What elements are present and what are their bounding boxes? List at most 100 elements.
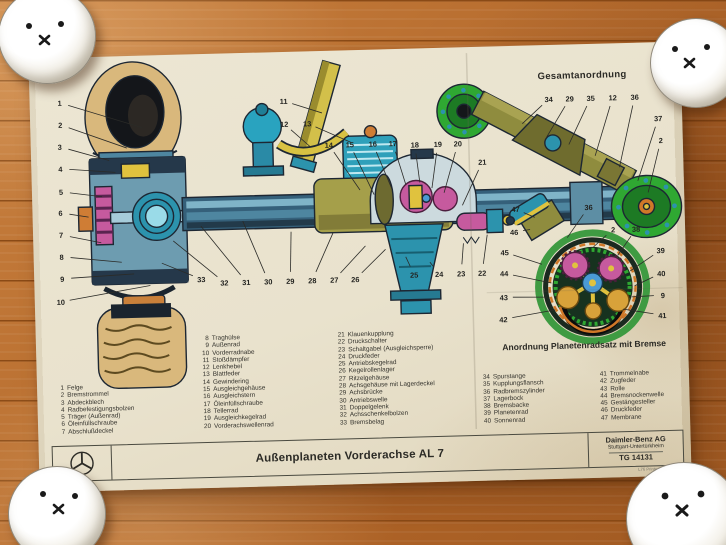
paperweight-bowl: [0, 0, 96, 84]
callout-line: [69, 285, 151, 301]
fold-crease-vertical: [465, 53, 478, 430]
callout-number: 5: [59, 188, 63, 197]
callout-line: [68, 105, 143, 129]
publisher-block: Daimler-Benz AG Stuttgart-Untertürkheim …: [588, 431, 683, 467]
callout-line: [315, 126, 351, 143]
callout-line: [617, 235, 632, 256]
callout-number: 12: [608, 93, 616, 102]
callout-line: [512, 309, 556, 319]
callout-line: [546, 105, 566, 138]
callout-number: 1: [57, 99, 61, 108]
callout-line: [71, 273, 135, 279]
callout-line: [594, 105, 611, 156]
callout-line: [290, 129, 312, 148]
callout-number: 11: [280, 97, 288, 106]
miffy-face-icon: [672, 44, 710, 69]
callout-number: 39: [656, 246, 664, 255]
callout-number: 10: [57, 298, 65, 307]
callout-line: [623, 308, 654, 315]
callout-number: 35: [586, 94, 594, 103]
callout-number: 15: [346, 140, 354, 149]
callout-number: 38: [632, 225, 640, 234]
callout-line: [482, 234, 488, 264]
callout-number: 46: [510, 228, 518, 237]
callout-line: [629, 254, 654, 272]
callout-line: [70, 257, 122, 263]
overview-drawing: [436, 83, 683, 239]
callout-line: [513, 254, 543, 265]
legend-item-label: Vorderachswellenrad: [214, 420, 274, 430]
callout-number: 25: [410, 270, 418, 279]
callout-line: [431, 152, 438, 189]
callout-number: 4: [58, 165, 63, 174]
callout-number: 40: [657, 269, 665, 278]
callout-line: [523, 212, 535, 218]
miffy-face-icon: [40, 491, 78, 515]
callout-line: [443, 151, 456, 193]
callout-line: [69, 192, 103, 198]
callout-number: 18: [411, 140, 419, 149]
callout-number: 22: [478, 269, 486, 278]
callout-number: 2: [611, 225, 615, 234]
callout-line: [353, 152, 375, 195]
callout-number: 14: [325, 141, 334, 150]
callout-number: 45: [500, 248, 508, 257]
callout-line: [315, 232, 334, 273]
callout-line: [68, 127, 127, 149]
callout-line: [593, 235, 607, 248]
legend-item-number: 40: [483, 417, 492, 425]
callout-line: [647, 148, 660, 193]
callout-line: [340, 245, 366, 274]
callout-line: [631, 295, 654, 298]
callout-line: [242, 220, 266, 274]
callout-number: 34: [544, 95, 553, 104]
callout-number: 37: [654, 114, 662, 123]
callout-line: [522, 104, 543, 124]
callout-line: [161, 262, 194, 277]
miffy-face-icon: [26, 21, 64, 46]
callout-number: 29: [565, 94, 573, 103]
callout-line: [637, 126, 656, 181]
callout-line: [462, 169, 479, 206]
callout-number: 29: [286, 277, 294, 286]
legend-item-number: 47: [600, 414, 609, 422]
legend-item-label: Bremsbelag: [349, 417, 385, 426]
callout-number: 36: [630, 93, 638, 102]
callout-number: 33: [197, 275, 205, 284]
callout-number: 19: [434, 140, 442, 149]
callout-number: 28: [308, 276, 316, 285]
callout-number: 9: [60, 275, 64, 284]
callout-line: [200, 225, 241, 276]
callout-line: [634, 276, 654, 287]
legend-item-label: Sonnenrad: [493, 416, 526, 425]
legend-item-number: 20: [203, 422, 212, 430]
callout-number: 21: [478, 158, 486, 167]
callout-number: 6: [58, 209, 62, 218]
doc-number: TG 14131: [609, 450, 664, 463]
callout-number: 43: [500, 293, 508, 302]
paperweight-bowl: [626, 462, 726, 545]
callout-number: 36: [584, 203, 592, 212]
callout-line: [333, 151, 361, 191]
callout-line: [69, 236, 102, 244]
callout-number: 23: [457, 269, 465, 278]
callout-line: [172, 240, 218, 278]
callout-line: [68, 148, 110, 161]
callout-number: 31: [242, 278, 250, 287]
planetary-drawing: [505, 193, 651, 345]
callout-line: [461, 243, 464, 265]
callout-number: 8: [59, 253, 63, 262]
callout-line: [512, 274, 552, 284]
callout-number: 20: [454, 139, 462, 148]
paperweight-bowl: [8, 466, 106, 545]
poster-title: Außenplaneten Vorderachse AL 7: [255, 447, 445, 465]
